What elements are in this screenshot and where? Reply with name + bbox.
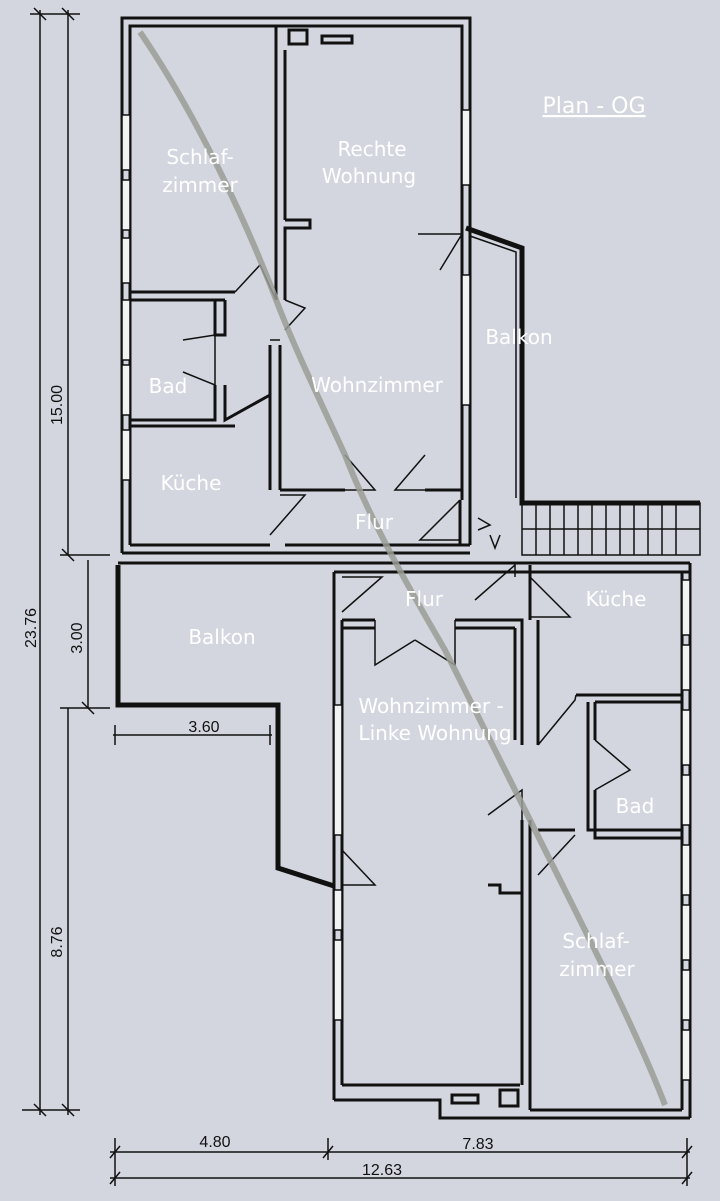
dim-upper-height: 15.00 [49,385,66,425]
dim-balcony-height: 3.00 [69,622,86,653]
room-left-schlafzimmer-l2: zimmer [559,957,635,981]
entrance-arrows [477,517,501,551]
plan-title: Plan - OG [542,94,645,119]
dim-lower-height: 8.76 [49,926,66,957]
dim-total-width: 12.63 [362,1162,402,1179]
room-left-kueche: Küche [586,587,647,611]
lower-windows [333,579,691,1081]
upper-apartment-walls [120,16,472,555]
room-right-flur: Flur [355,510,394,534]
room-right-wohnung-l2: Wohnung [322,164,416,188]
dim-total-height: 23.76 [23,608,40,648]
dimension-lines-left [22,7,110,1117]
room-right-wohnung-l1: Rechte [337,137,406,161]
room-left-bad: Bad [616,794,655,818]
room-left-wohnzimmer-l2: Linke Wohnung [358,721,511,745]
room-right-schlafzimmer-l2: zimmer [162,173,238,197]
paper-crease [137,30,668,1107]
lower-doors [341,563,632,886]
room-right-balkon: Balkon [485,325,552,349]
room-left-balkon: Balkon [188,625,255,649]
dim-balcony-width: 3.60 [188,719,219,736]
dim-bottom-left: 4.80 [199,1134,230,1151]
staircase [521,502,701,556]
dim-bottom-right: 7.83 [462,1136,493,1153]
room-left-wohnzimmer-l1: Wohnzimmer - [358,694,503,718]
room-left-flur: Flur [405,587,444,611]
room-right-kueche: Küche [161,471,222,495]
room-right-wohnzimmer: Wohnzimmer [311,373,444,397]
room-left-schlafzimmer-l1: Schlaf- [562,929,629,953]
room-right-bad: Bad [149,374,188,398]
room-right-schlafzimmer-l1: Schlaf- [166,145,233,169]
upper-windows [121,109,471,481]
dimension-lines-bottom [109,725,693,1186]
